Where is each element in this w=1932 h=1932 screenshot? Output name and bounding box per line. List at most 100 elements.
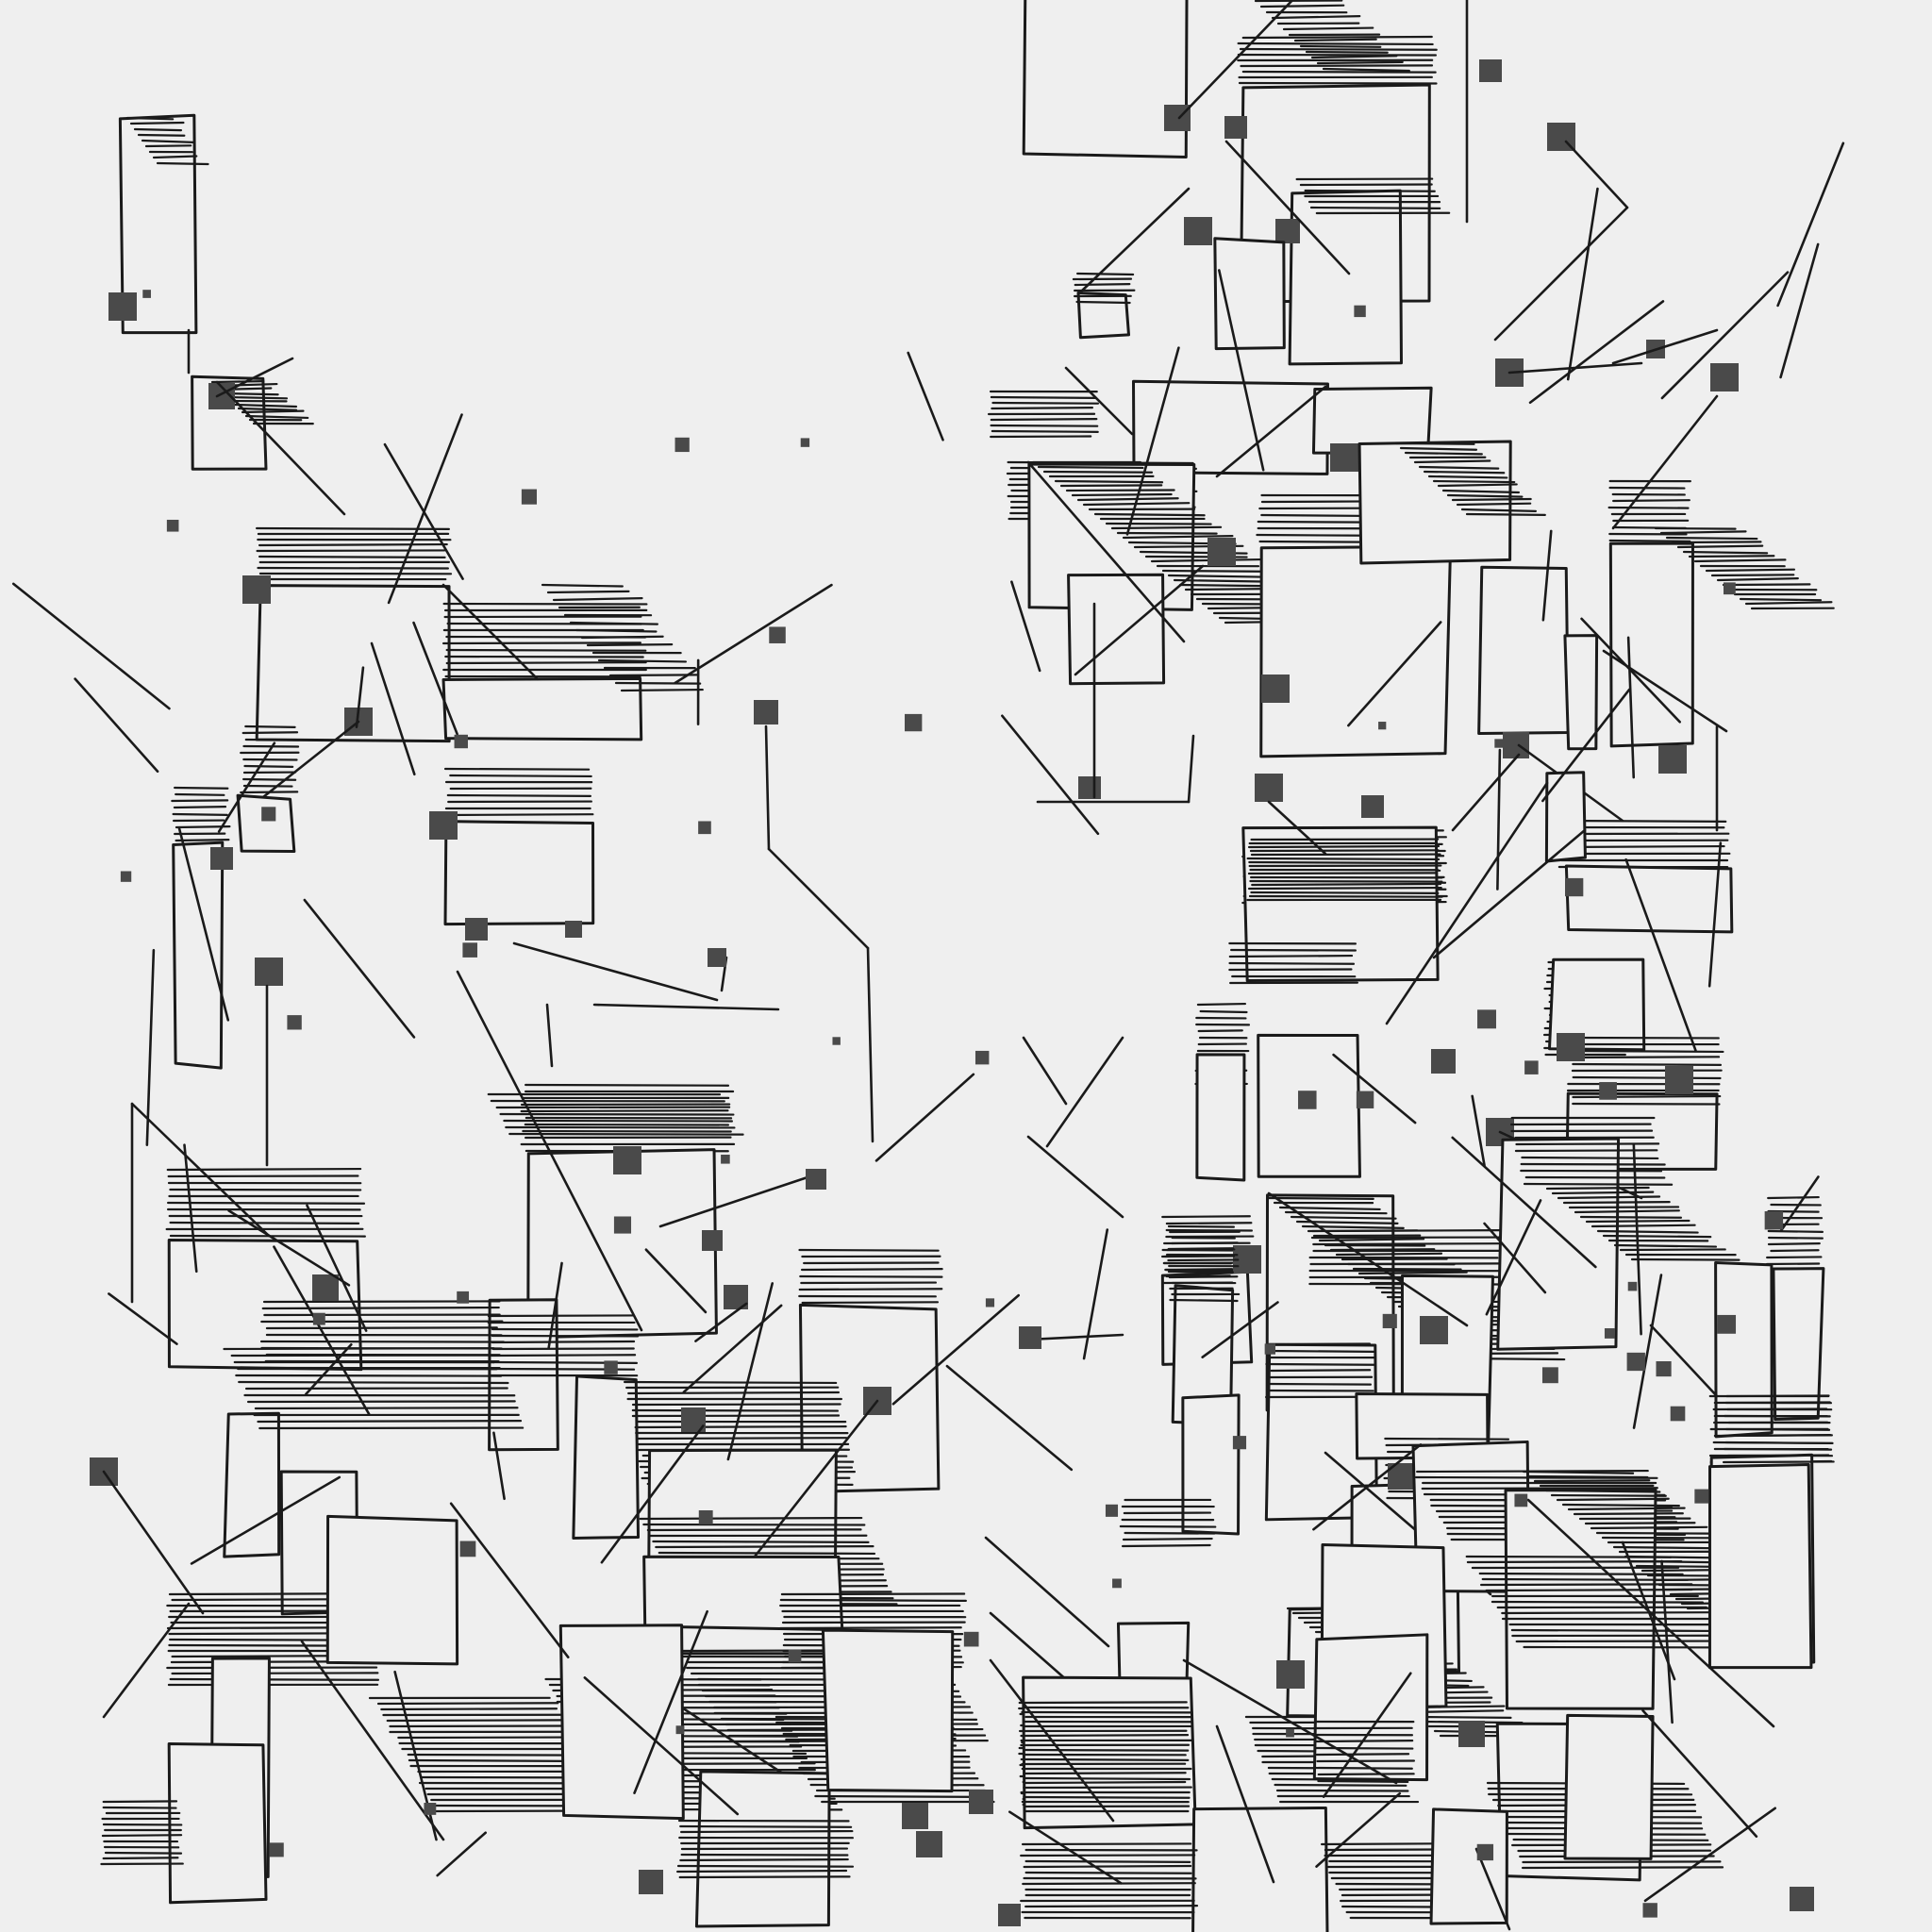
hatch-line bbox=[1630, 1257, 1740, 1261]
hatch-line bbox=[242, 784, 293, 788]
node-square bbox=[1477, 1009, 1496, 1029]
hatch-line bbox=[1293, 38, 1377, 42]
hatch-line bbox=[152, 155, 198, 159]
hatch-line bbox=[256, 526, 450, 530]
hatch-line bbox=[1260, 513, 1372, 518]
hatch-block bbox=[1020, 1842, 1199, 1920]
hatch-line bbox=[1654, 526, 1737, 530]
connector-line bbox=[1082, 1228, 1109, 1360]
node-square bbox=[708, 948, 726, 967]
connector-line bbox=[1564, 140, 1629, 209]
hatch-line bbox=[257, 1420, 523, 1424]
hatch-line bbox=[1466, 1559, 1683, 1564]
hatch-line bbox=[799, 1274, 943, 1278]
hatch-line bbox=[1595, 1531, 1711, 1535]
connector-line bbox=[1125, 346, 1180, 536]
hatch-line bbox=[1042, 470, 1154, 474]
hatch-line bbox=[678, 1875, 851, 1879]
node-square bbox=[120, 871, 132, 882]
hatch-line bbox=[235, 1374, 503, 1377]
node-square bbox=[1105, 1504, 1119, 1517]
hatch-line bbox=[658, 1551, 876, 1556]
connector-line bbox=[1566, 187, 1599, 381]
hatch-line bbox=[636, 1437, 848, 1441]
hatch-line bbox=[1299, 44, 1382, 48]
hatch-line bbox=[1171, 1236, 1236, 1240]
outlined-block bbox=[558, 1624, 685, 1821]
connector-line bbox=[1267, 800, 1327, 856]
hatch-line bbox=[1249, 879, 1443, 883]
connector-line bbox=[512, 941, 719, 1002]
hatch-line bbox=[798, 1288, 943, 1291]
node-square bbox=[1276, 1660, 1305, 1689]
connector-line bbox=[1624, 858, 1697, 1052]
hatch-line bbox=[1770, 1249, 1820, 1253]
hatch-block bbox=[259, 1300, 505, 1370]
hatch-line bbox=[1267, 1196, 1374, 1200]
connector-line bbox=[304, 1342, 353, 1396]
hatch-line bbox=[169, 1221, 360, 1225]
connector-line bbox=[1074, 564, 1205, 676]
hatch-line bbox=[238, 1380, 509, 1385]
hatch-line bbox=[1161, 1215, 1251, 1219]
hatch-line bbox=[1767, 1236, 1824, 1240]
node-square bbox=[1224, 116, 1247, 139]
node-square bbox=[1627, 1281, 1638, 1291]
connector-line bbox=[1660, 271, 1790, 400]
connector-line bbox=[989, 1658, 1115, 1823]
hatch-line bbox=[1119, 1524, 1217, 1528]
hatch-line bbox=[1248, 894, 1443, 898]
diagonal-hatch bbox=[1394, 441, 1546, 516]
hatch-line bbox=[1161, 569, 1274, 573]
hatch-line bbox=[487, 1314, 636, 1318]
connector-line bbox=[190, 1475, 341, 1565]
hatch-line bbox=[1270, 1369, 1372, 1373]
connector-line bbox=[633, 1609, 708, 1794]
hatch-line bbox=[1247, 886, 1442, 891]
hatch-line bbox=[1020, 1854, 1196, 1857]
hatch-line bbox=[233, 403, 298, 408]
hatch-line bbox=[1024, 1905, 1199, 1908]
hatch-line bbox=[1404, 451, 1483, 456]
hatch-line bbox=[1572, 1075, 1722, 1080]
hatch-line bbox=[102, 1857, 179, 1860]
right-tower-cluster bbox=[945, 0, 1845, 1932]
connector-line bbox=[1026, 1333, 1124, 1341]
hatch-line bbox=[1722, 583, 1811, 587]
connector-line bbox=[907, 351, 944, 441]
hatch-line bbox=[1249, 849, 1440, 853]
hatch-line bbox=[499, 1112, 735, 1116]
hatch-line bbox=[1169, 1298, 1239, 1303]
connector-line bbox=[658, 1173, 818, 1228]
connector-line bbox=[1541, 529, 1553, 622]
connector-line bbox=[74, 677, 159, 774]
connector-line bbox=[177, 826, 230, 1022]
hatch-line bbox=[652, 1540, 870, 1543]
hatch-line bbox=[525, 1083, 730, 1087]
hatch-line bbox=[1071, 492, 1173, 497]
connector-line bbox=[1267, 1191, 1469, 1327]
hatch-line bbox=[1247, 872, 1439, 875]
hatch-line bbox=[1485, 1588, 1693, 1592]
connector-line bbox=[300, 1640, 445, 1841]
hatch-block bbox=[1020, 1701, 1194, 1813]
hatch-line bbox=[1726, 1433, 1832, 1438]
hatch-line bbox=[1572, 1102, 1721, 1106]
hatch-line bbox=[1561, 819, 1727, 823]
connector-line bbox=[355, 666, 365, 728]
outlined-block bbox=[1608, 541, 1694, 748]
hatch-line bbox=[1167, 1224, 1236, 1228]
connector-line bbox=[108, 1292, 178, 1345]
hatch-line bbox=[1724, 1427, 1831, 1431]
hatch-line bbox=[639, 1516, 863, 1521]
node-square bbox=[1656, 1360, 1672, 1377]
hatch-line bbox=[631, 1408, 840, 1412]
connector-line bbox=[1078, 187, 1191, 294]
hatch-line bbox=[491, 1340, 636, 1344]
connector-line bbox=[984, 1536, 1110, 1648]
hatch-line bbox=[171, 799, 229, 803]
hatch-line bbox=[175, 839, 230, 842]
hatch-line bbox=[1023, 1780, 1187, 1785]
node-square bbox=[1514, 1493, 1528, 1507]
hatch-line bbox=[1437, 483, 1518, 488]
